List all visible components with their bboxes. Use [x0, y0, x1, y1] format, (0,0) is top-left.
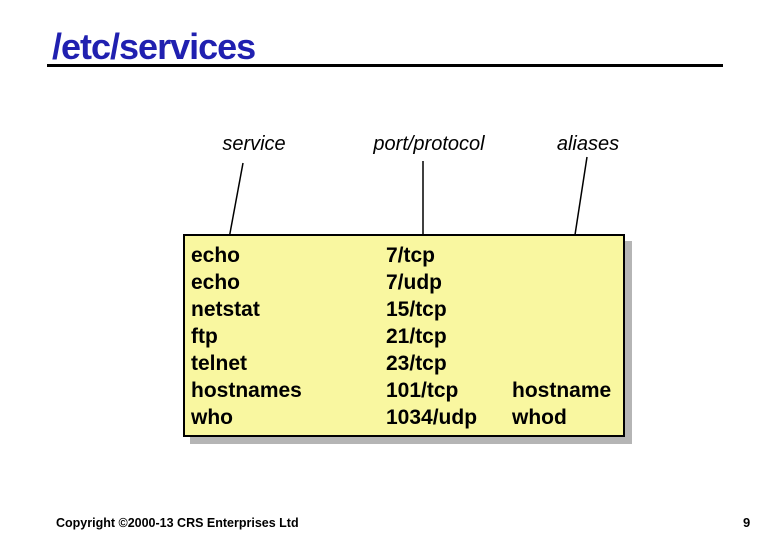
- port-cell: 23/tcp: [386, 352, 447, 375]
- service-cell: hostnames: [191, 379, 302, 402]
- service-cell: who: [191, 406, 233, 429]
- page-title: /etc/services: [52, 26, 256, 67]
- port-cell: 7/udp: [386, 271, 442, 294]
- port-cell: 101/tcp: [386, 379, 459, 402]
- page-number: 9: [743, 515, 751, 530]
- column-label-port-protocol: port/protocol: [373, 133, 485, 155]
- port-cell: 7/tcp: [386, 244, 436, 267]
- alias-cell: [512, 269, 623, 296]
- port-cell: 15/tcp: [386, 298, 447, 321]
- table-row: echo 7/tcp: [191, 242, 623, 269]
- alias-cell: [512, 242, 623, 269]
- alias-cell: hostname: [512, 379, 612, 402]
- service-cell: echo: [191, 244, 241, 267]
- alias-cell: [512, 350, 623, 377]
- table-row: netstat 15/tcp: [191, 296, 623, 323]
- services-table: echo 7/tcp echo 7/udp netstat 15/tcp ftp 21/…: [183, 234, 625, 437]
- table-row: who 1034/udp whod: [191, 404, 623, 431]
- table-row: echo 7/udp: [191, 269, 623, 296]
- alias-cell: [512, 323, 623, 350]
- table-row: hostnames 101/tcp hostname: [191, 377, 623, 404]
- title-underline: [47, 64, 723, 67]
- table-row: ftp 21/tcp: [191, 323, 623, 350]
- service-cell: echo: [191, 271, 241, 294]
- service-pointer-line: [227, 162, 244, 245]
- service-cell: netstat: [191, 298, 260, 321]
- port-cell: 1034/udp: [386, 406, 478, 429]
- column-label-service: service: [222, 133, 286, 155]
- alias-cell: whod: [512, 406, 567, 429]
- service-cell: telnet: [191, 352, 248, 375]
- footer-copyright: Copyright ©2000-13 CRS Enterprises Ltd: [56, 516, 299, 530]
- port-cell: 21/tcp: [386, 325, 447, 348]
- column-label-aliases: aliases: [556, 133, 620, 155]
- service-cell: ftp: [191, 325, 218, 348]
- table-row: telnet 23/tcp: [191, 350, 623, 377]
- alias-cell: [512, 296, 623, 323]
